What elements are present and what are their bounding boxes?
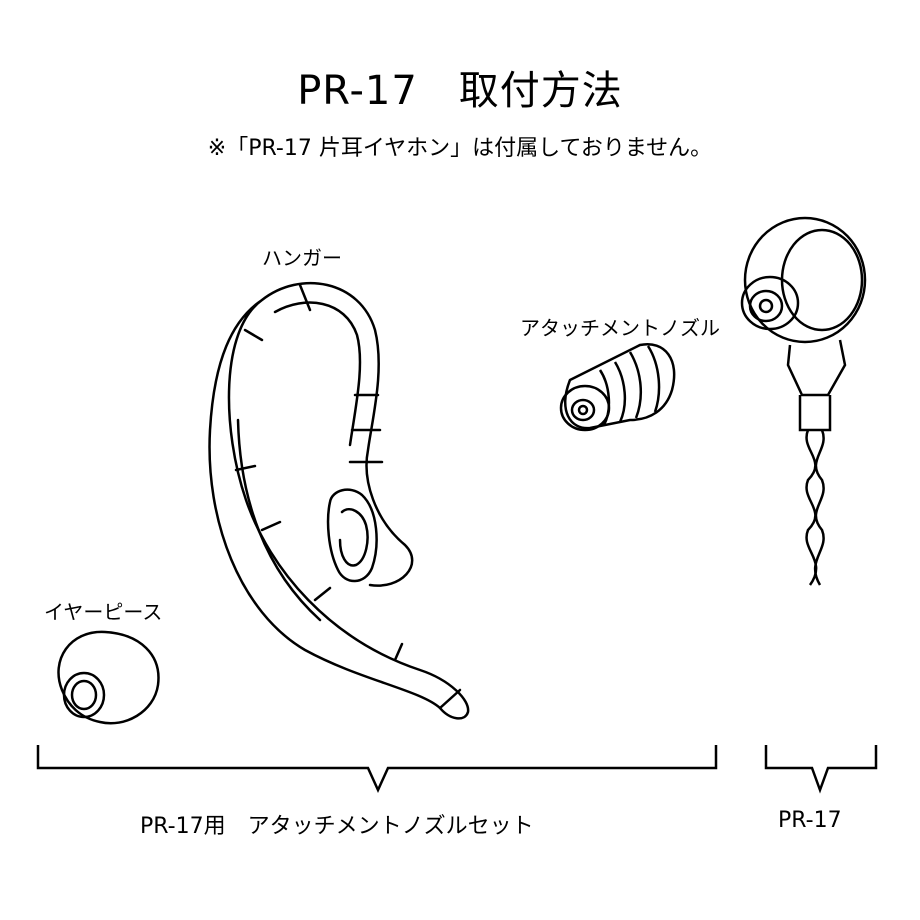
earphone-bracket [764, 745, 878, 794]
attachment-nozzle-label: アタッチメントノズル [520, 316, 720, 340]
set-group-label: PR-17用 アタッチメントノズルセット [140, 814, 534, 839]
pr17-earphone-drawing [740, 216, 867, 586]
note-text: ※「PR-17 片耳イヤホン」は付属しておりません。 [207, 136, 713, 161]
page-title: PR-17 取付方法 [297, 68, 623, 114]
ear-piece-drawing [57, 630, 160, 725]
attachment-nozzle-drawing [559, 342, 676, 432]
ear-piece-label: イヤーピース [44, 600, 163, 624]
set-bracket [36, 745, 718, 794]
hanger-drawing [208, 281, 470, 720]
hanger-label: ハンガー [262, 246, 342, 270]
earphone-group-label: PR-17 [778, 808, 842, 833]
